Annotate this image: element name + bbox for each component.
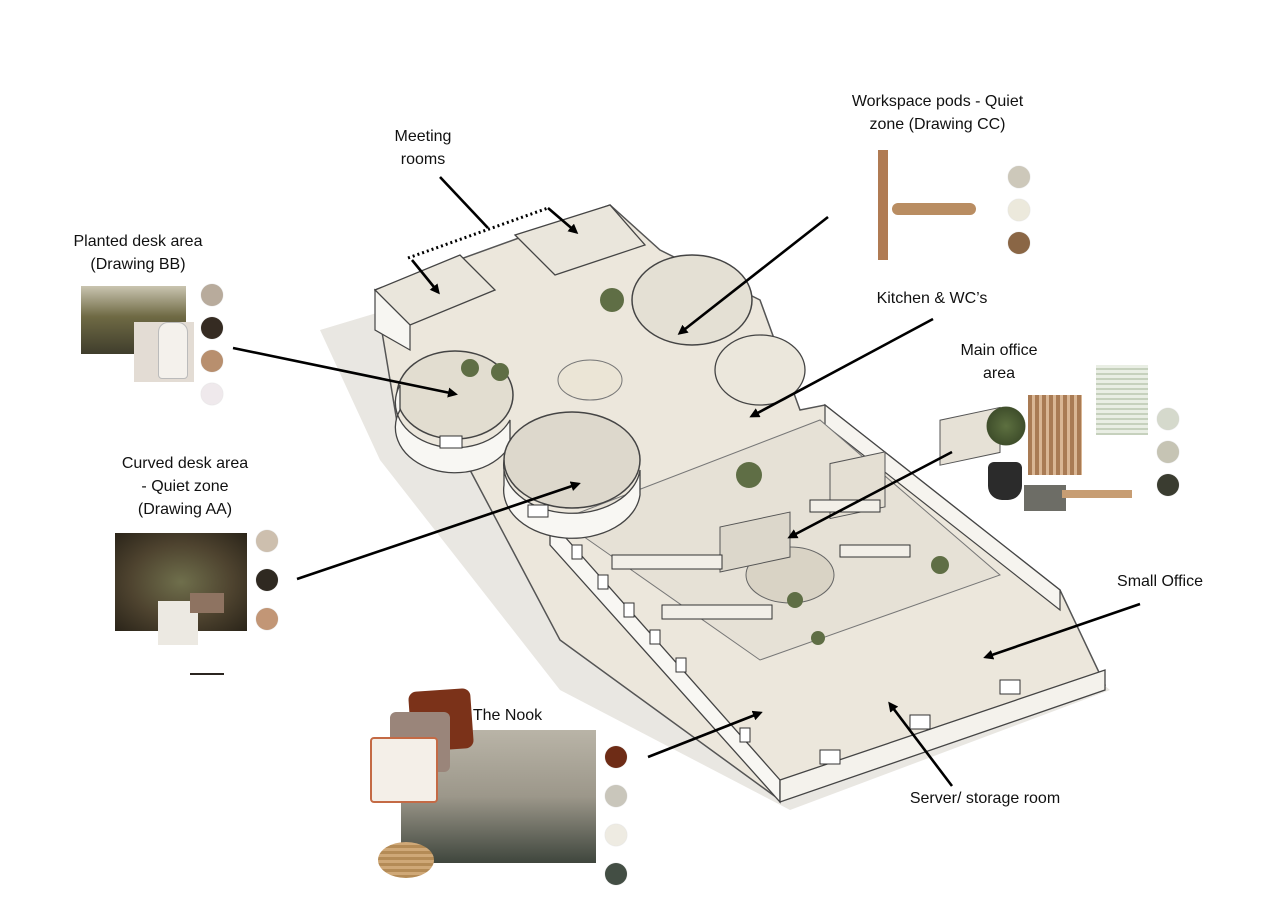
- nook-pouf: [378, 842, 434, 878]
- label-planted-desk: Planted desk area (Drawing BB): [73, 233, 203, 273]
- swatch-the-nook-2: [605, 785, 627, 807]
- swatch-planted-desk-1: [201, 284, 223, 306]
- swatch-planted-desk-2: [201, 317, 223, 339]
- curved-desk-wall: [502, 459, 641, 539]
- swatch-workspace-pods-2: [1008, 199, 1030, 221]
- curved-desk-round: [503, 411, 641, 509]
- swatch-curved-desk-1: [256, 530, 278, 552]
- nook-pillow-white: [370, 737, 438, 803]
- swatch-the-nook-1: [605, 746, 627, 768]
- label-meeting-rooms: Meeting rooms: [394, 128, 452, 168]
- windows: [439, 435, 1021, 765]
- label-curved-desk: Curved desk area - Quiet zone (Drawing A…: [121, 455, 249, 518]
- main-office-texture: [1096, 365, 1148, 435]
- kitchen-round: [714, 334, 806, 406]
- swatch-the-nook-3: [605, 824, 627, 846]
- main-office-pot: [988, 462, 1022, 500]
- desk-rows: [611, 499, 911, 620]
- planted-desk-chair-seat: [158, 322, 188, 379]
- sofa-round: [557, 359, 623, 401]
- swatch-main-office-1: [1157, 408, 1179, 430]
- swatch-workspace-pods-3: [1008, 232, 1030, 254]
- pod-round: [631, 254, 753, 346]
- meeting-room-right: [513, 204, 647, 276]
- leader-arrows: [232, 176, 1141, 787]
- curved-desk-stool: [190, 593, 224, 675]
- main-office-wood-panel: [1028, 395, 1082, 475]
- swatch-curved-desk-2: [256, 569, 278, 591]
- main-office-desk: [1062, 490, 1132, 498]
- swatch-curved-desk-3: [256, 608, 278, 630]
- workspace-pods-desk: [892, 203, 976, 215]
- label-main-office: Main office area: [960, 342, 1038, 382]
- east-wall: [779, 669, 1106, 803]
- main-office-stone: [1024, 485, 1066, 511]
- swatch-main-office-2: [1157, 441, 1179, 463]
- main-office-plant: [985, 402, 1027, 450]
- label-small-office: Small Office: [1117, 573, 1203, 590]
- swatch-the-nook-4: [605, 863, 627, 885]
- swatch-planted-desk-3: [201, 350, 223, 372]
- label-workspace-pods: Workspace pods - Quiet zone (Drawing CC): [851, 93, 1024, 133]
- plants: [461, 288, 949, 645]
- label-server-storage: Server/ storage room: [909, 790, 1061, 807]
- swatch-workspace-pods-1: [1008, 166, 1030, 188]
- label-kitchen-wc: Kitchen & WC’s: [876, 290, 988, 307]
- swatch-planted-desk-4: [201, 383, 223, 405]
- swatch-main-office-3: [1157, 474, 1179, 496]
- meeting-room-wall: [374, 288, 411, 352]
- label-the-nook: The Nook: [472, 707, 543, 724]
